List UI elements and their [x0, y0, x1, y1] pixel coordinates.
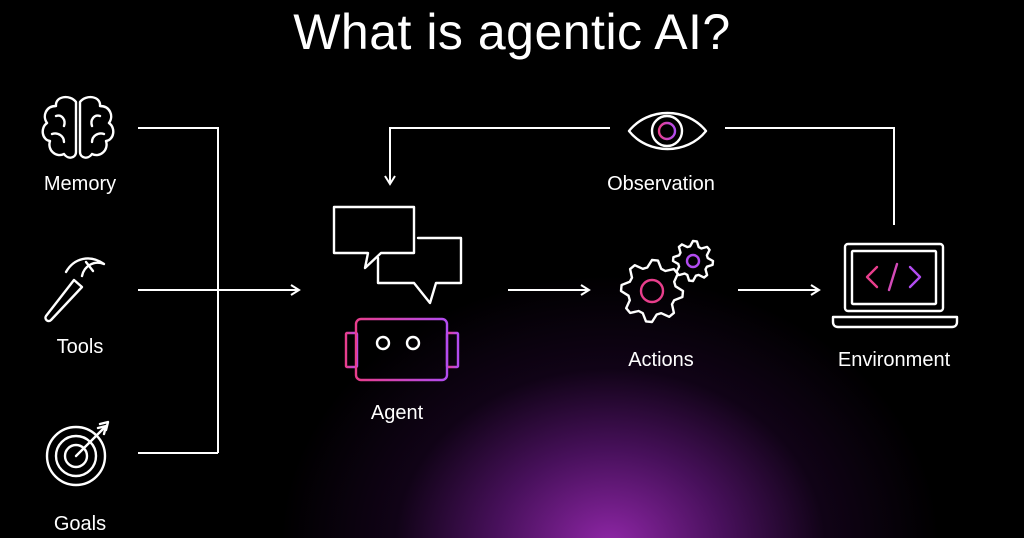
observation-label: Observation [607, 173, 715, 195]
page-title: What is agentic AI? [293, 4, 731, 60]
environment-to-observation-line [725, 127, 895, 225]
goals-label: Goals [53, 513, 107, 535]
robot-icon [344, 317, 460, 382]
actions-label: Actions [628, 349, 694, 371]
observation-arrowhead [384, 175, 396, 186]
tools-arrowhead [290, 284, 301, 296]
agent-label: Agent [370, 402, 424, 424]
laptop-code-icon [831, 242, 959, 329]
memory-connector [138, 127, 219, 453]
environment-arrowhead [810, 284, 821, 296]
chat-bubbles-icon [332, 205, 463, 305]
brain-icon [41, 95, 115, 159]
tools-label: Tools [56, 336, 104, 358]
gear-big-outline [619, 258, 685, 324]
actions-arrowhead [580, 284, 591, 296]
environment-label: Environment [837, 349, 951, 371]
gear-small-outline [671, 239, 715, 283]
observation-to-agent-arrow [389, 127, 610, 183]
memory-label: Memory [43, 173, 117, 195]
target-icon [45, 420, 110, 487]
hammer-icon [44, 257, 106, 323]
gears-icon [619, 239, 715, 324]
eye-icon [627, 111, 708, 151]
